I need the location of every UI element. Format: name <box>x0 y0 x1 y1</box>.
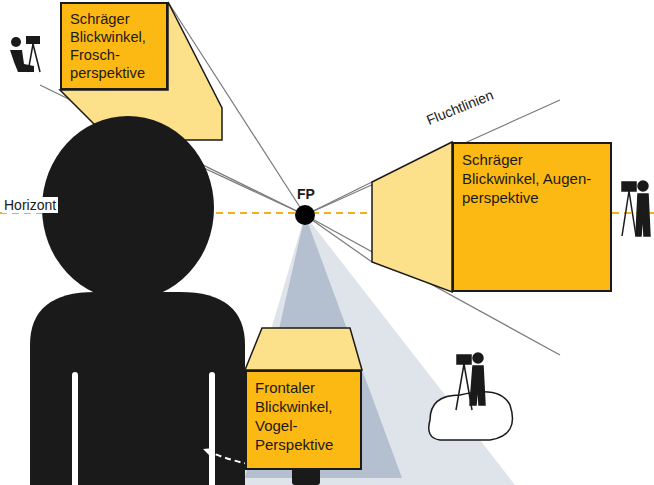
perspective-box: Schräger Blickwinkel, Augen­perspektive <box>452 142 612 292</box>
box-side <box>245 328 362 370</box>
photographer-on-rock <box>456 353 485 410</box>
box-label: Frontaler Blickwinkel, Vogel-Perspektive <box>255 378 352 454</box>
perspective-box: Schräger Blickwinkel, Frosch­perspektive <box>60 2 168 90</box>
person-silhouette <box>30 116 245 485</box>
box-label: Schräger Blickwinkel, Augen­perspektive <box>462 150 602 207</box>
box-label: Schräger Blickwinkel, Frosch­perspektive <box>70 10 158 82</box>
arrow-head <box>203 448 214 456</box>
vanishing-lines-label: Fluchtlinien <box>424 87 496 128</box>
horizon-label: Horizont <box>2 197 58 213</box>
vanishing-point <box>295 205 315 225</box>
arm-lines <box>75 375 212 485</box>
vanishing-point-label: FP <box>297 186 315 202</box>
box-side <box>372 142 452 292</box>
perspective-box: Frontaler Blickwinkel, Vogel-Perspektive <box>245 370 362 470</box>
photographer-standing <box>622 181 650 236</box>
photographer-kneeling <box>10 36 40 72</box>
